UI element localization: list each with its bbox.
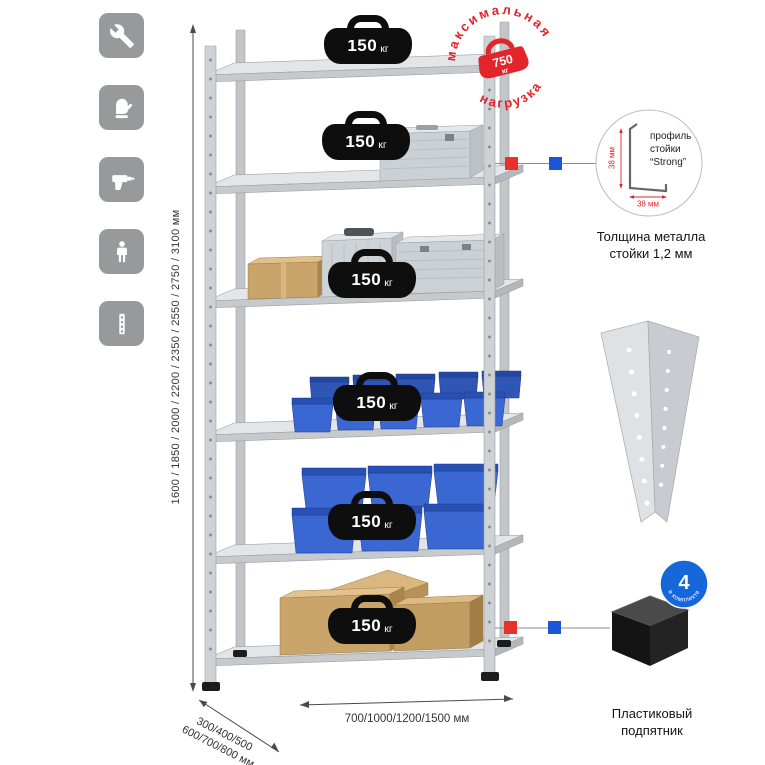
load-value: 150: [356, 393, 387, 412]
profile-dim-vertical: 38 мм: [607, 146, 617, 170]
person-icon: [116, 240, 127, 262]
wrench-icon: [109, 23, 134, 48]
blue-marker: [549, 157, 562, 170]
load-unit: кг: [384, 622, 393, 635]
height-dimension-label: 1600 / 1850 / 2000 / 2200 / 2350 / 2550 …: [170, 209, 182, 505]
feature-tile-post: [99, 301, 144, 346]
shelf-load-badge: 150 кг: [328, 262, 416, 298]
load-unit: кг: [380, 42, 389, 55]
cardboard-box-small: [247, 255, 330, 300]
feature-tile-drill: [99, 157, 144, 202]
thickness-caption: Толщина металла стойки 1,2 мм: [596, 229, 706, 261]
blue-marker: [548, 621, 561, 634]
load-unit: кг: [378, 138, 387, 151]
svg-text:нагрузка: нагрузка: [475, 76, 549, 118]
width-dimension-label: 700/1000/1200/1500 мм: [344, 713, 470, 725]
connector-top: [495, 157, 596, 170]
foot-caption: Пластиковый подпятник: [611, 706, 693, 738]
red-marker: [504, 621, 517, 634]
height-dimension-line: [190, 24, 196, 692]
rack-feet: [202, 640, 511, 691]
feature-tile-gloves: [99, 85, 144, 130]
kit-quantity-badge: 4 в комплекте: [658, 558, 710, 610]
stamp-kettlebell-body: [478, 46, 529, 79]
stamp-load-value: 750: [491, 52, 514, 71]
stamp-text-bottom: нагрузка: [475, 76, 549, 118]
profile-circle-callout: [595, 109, 703, 217]
load-value: 150: [351, 616, 382, 635]
red-marker: [505, 157, 518, 170]
load-value: 150: [351, 512, 382, 531]
load-unit: кг: [384, 276, 393, 289]
profile-section-drawing: [628, 123, 668, 193]
profile-label: профиль стойки “Strong”: [650, 131, 692, 168]
depth-dimension-line: [198, 699, 280, 753]
load-value: 150: [351, 270, 382, 289]
shelf-load-badge: 150 кг: [322, 124, 410, 160]
shelf-load-badge: 150 кг: [324, 28, 412, 64]
stamp-kettlebell-handle: [485, 38, 515, 55]
shelf-load-badge: 150 кг: [328, 608, 416, 644]
load-value: 150: [347, 36, 378, 55]
profile-dim-horizontal: 38 мм: [636, 199, 660, 209]
load-unit: кг: [384, 518, 393, 531]
load-value: 150: [345, 132, 376, 151]
load-unit: кг: [389, 399, 398, 412]
width-dimension-line: [299, 695, 514, 708]
drill-icon: [111, 174, 134, 190]
gloves-icon: [115, 98, 132, 118]
shelf-load-badge: 150 кг: [333, 385, 421, 421]
feature-tile-person: [99, 229, 144, 274]
stamp-load-unit: кг: [501, 66, 509, 75]
perforated-post-icon: [118, 313, 125, 334]
kit-number: 4: [678, 572, 690, 594]
shelf-load-badge: 150 кг: [328, 504, 416, 540]
feature-tile-assembly: [99, 13, 144, 58]
upright-post-image: [600, 320, 700, 523]
connector-bottom: [495, 621, 610, 634]
